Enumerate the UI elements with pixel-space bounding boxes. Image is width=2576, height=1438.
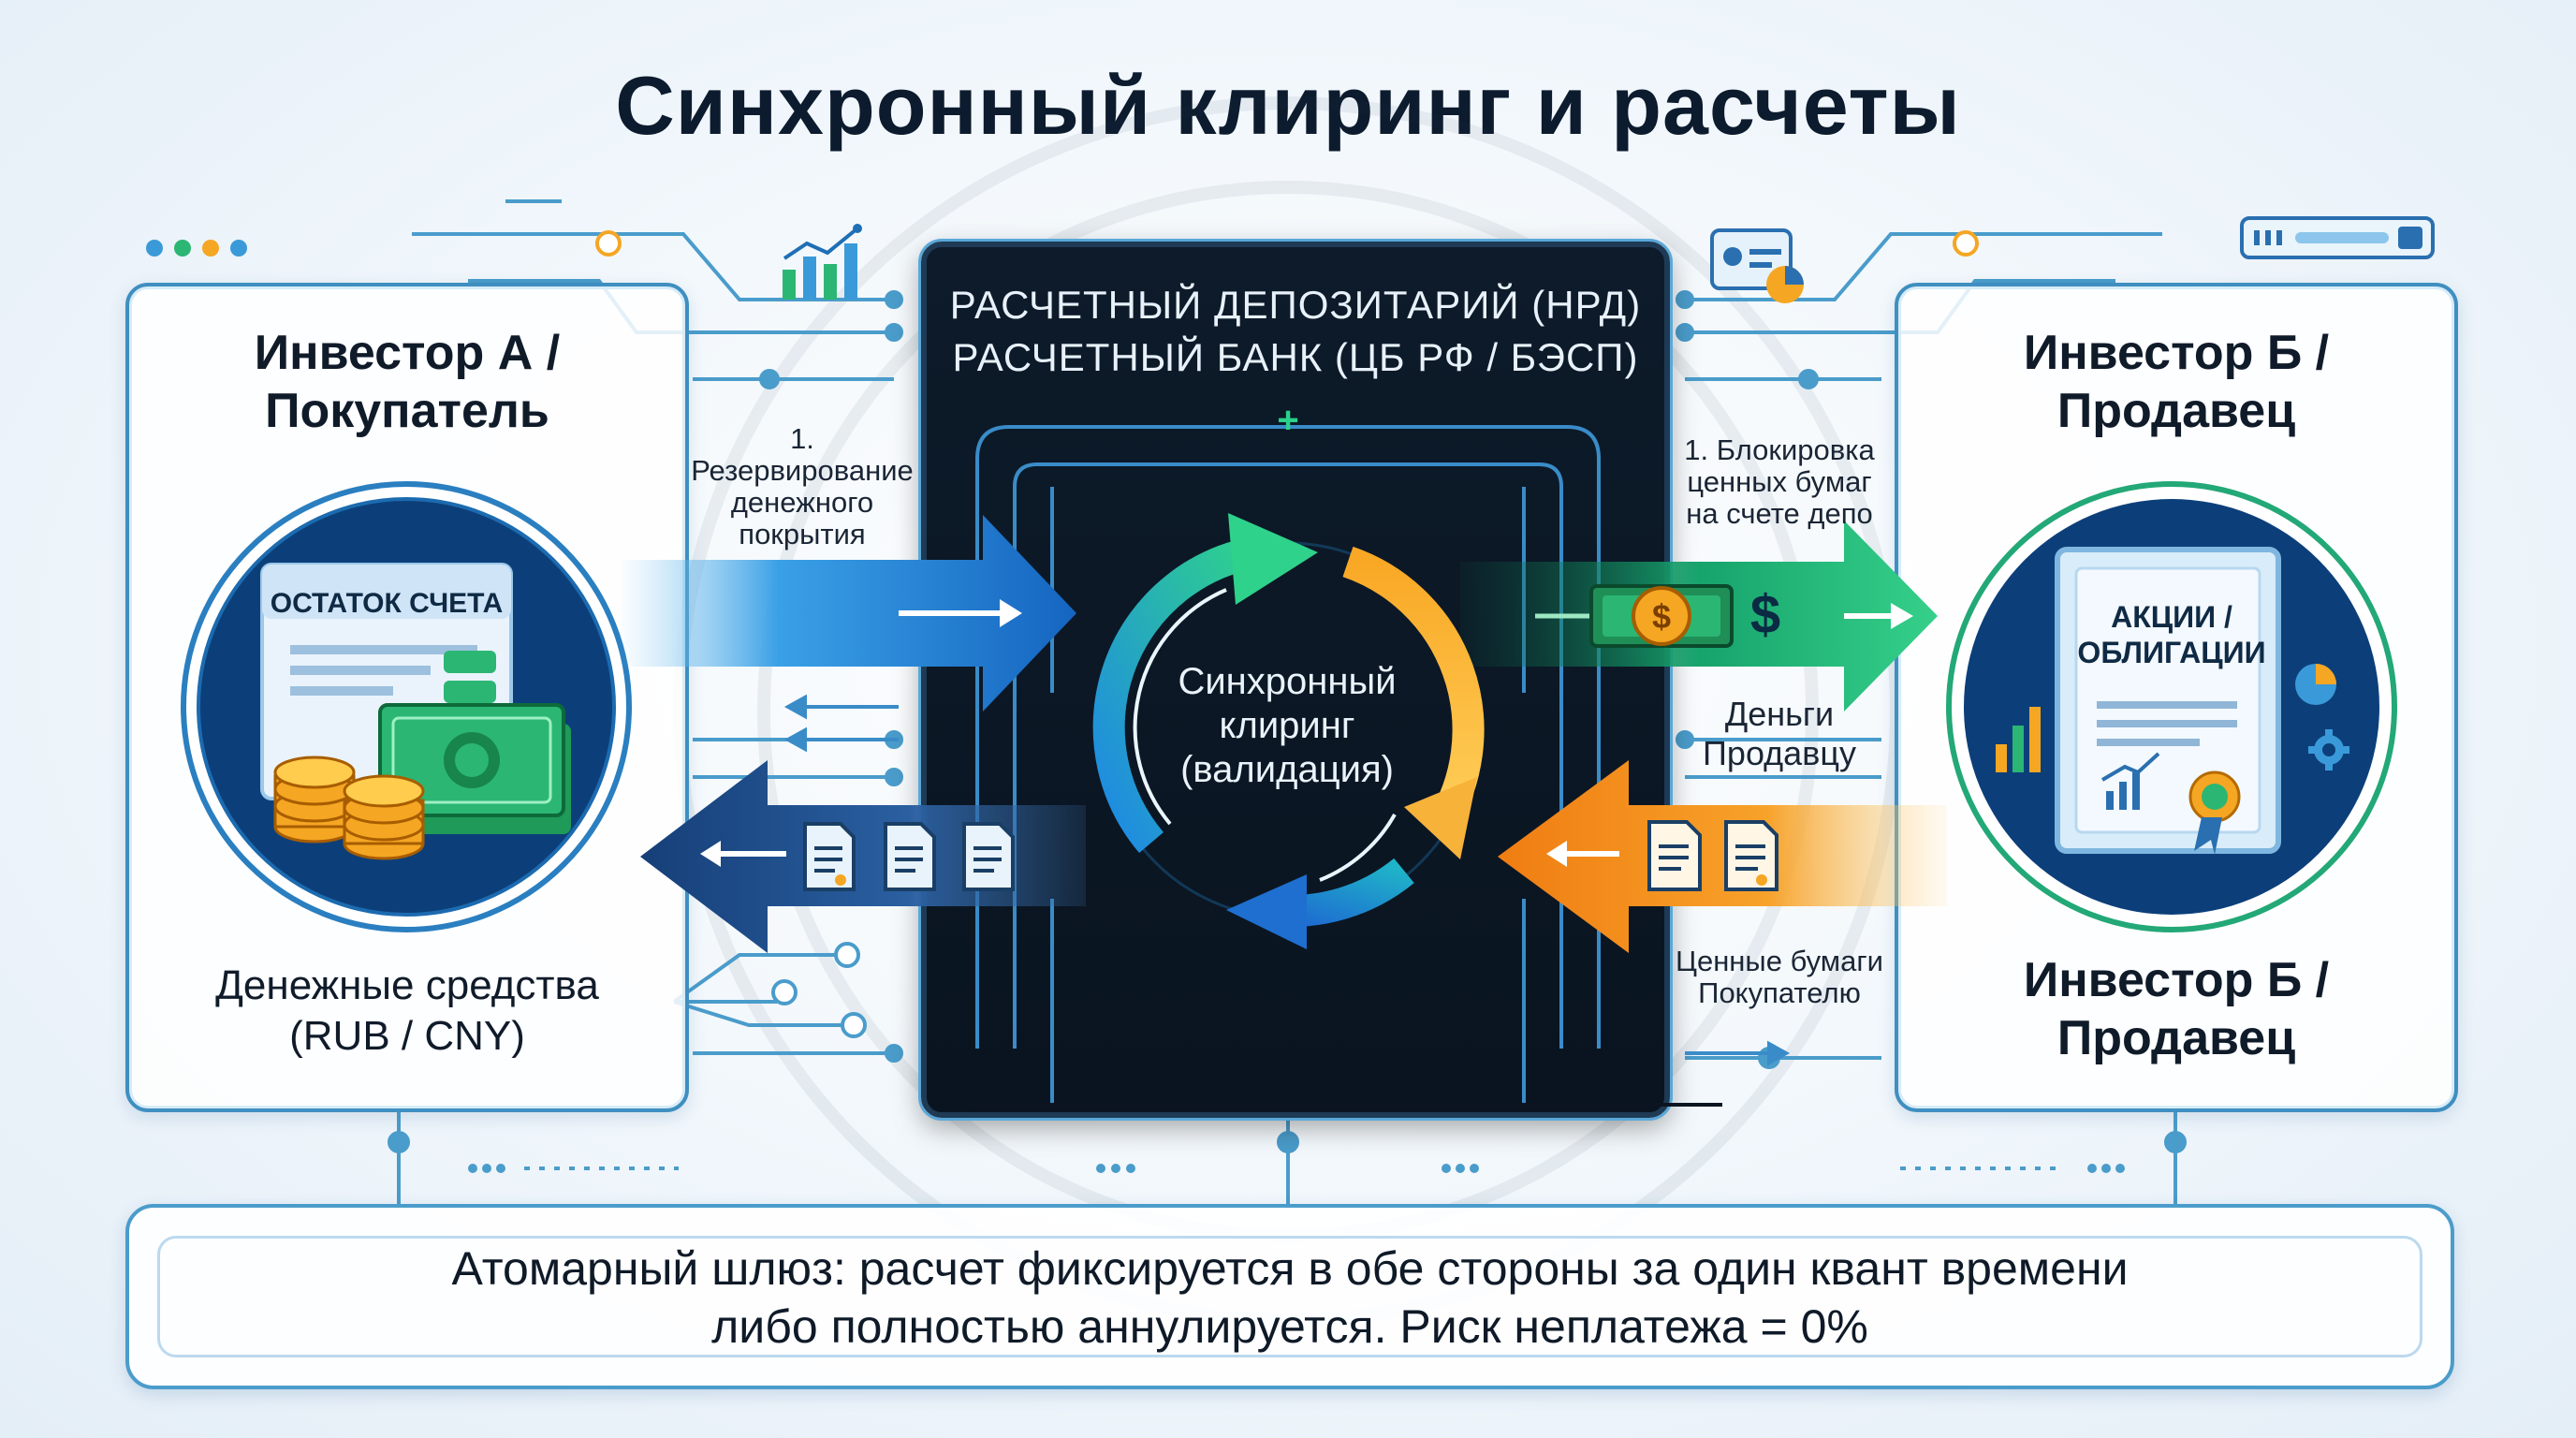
clearing-cycle-label: Синхронный клиринг (валидация) (1178, 661, 1397, 790)
clearing-core-panel (921, 242, 1670, 1118)
investor-b-caption: Инвестор Б / Продавец (2023, 953, 2330, 1065)
money-icon (378, 703, 571, 834)
document-icon (962, 822, 1015, 891)
buyer-funds-illustration (181, 481, 632, 932)
dollar-sign-icon: $ (1750, 584, 1780, 645)
settlement-bank-title: РАСЧЕТНЫЙ БАНК (ЦБ РФ / БЭСП) (952, 335, 1639, 379)
depository-title: РАСЧЕТНЫЙ ДЕПОЗИТАРИЙ (НРД) (949, 283, 1642, 327)
funds-reserve-label: 1. Резервирование денежного покрытия (691, 422, 914, 550)
investor-b-title: Инвестор Б / Продавец (2023, 326, 2330, 438)
banner-inner-frame (157, 1236, 2422, 1357)
bar-chart-icon (1996, 707, 2041, 772)
funds-caption: Денежные средства (RUB / CNY) (215, 962, 599, 1059)
gear-icon (2308, 729, 2349, 770)
account-balance-label: ОСТАТОК СЧЕТА (270, 588, 504, 619)
svg-text:$: $ (1652, 597, 1671, 636)
pie-chart-icon (2295, 664, 2336, 705)
document-icon (1647, 820, 1702, 891)
window-dots-icon (146, 240, 247, 257)
banner-line-2: либо полностью аннулируется. Риск неплат… (711, 1300, 1868, 1353)
investor-a-title: Инвестор А / Покупатель (254, 326, 561, 438)
certificate-icon (2055, 547, 2281, 855)
clearing-cycle-icon (1092, 513, 1485, 949)
coin-stack-icon (273, 756, 425, 860)
browser-bar-icon (2240, 216, 2435, 259)
securities-to-buyer-label: Ценные бумаги Покупателю (1676, 945, 1883, 1009)
money-icon: $ (1589, 584, 1734, 648)
money-to-seller-label: Деньги Продавцу (1703, 695, 1856, 772)
svg-text:+: + (1277, 400, 1298, 441)
document-icon (1724, 820, 1778, 891)
page-title: Синхронный клиринг и расчеты (615, 59, 1961, 152)
atomic-gateway-banner: Атомарный шлюз: расчет фиксируется в обе… (125, 1204, 2454, 1389)
seller-securities-illustration (1946, 481, 2397, 932)
bar-chart-icon (783, 224, 862, 300)
dashboard-icon (1710, 228, 1804, 303)
securities-label: АКЦИИ / ОБЛИГАЦИИ (2077, 600, 2266, 669)
banner-line-1: Атомарный шлюз: расчет фиксируется в обе… (451, 1242, 2129, 1295)
document-icon (803, 822, 856, 891)
securities-block-label: 1. Блокировка ценных бумаг на счете депо (1684, 433, 1875, 530)
document-icon (884, 822, 936, 891)
securities-from-seller-arrow (1498, 760, 1947, 953)
funds-reserve-arrow (618, 515, 1076, 712)
securities-to-buyer-arrow (640, 760, 1086, 953)
